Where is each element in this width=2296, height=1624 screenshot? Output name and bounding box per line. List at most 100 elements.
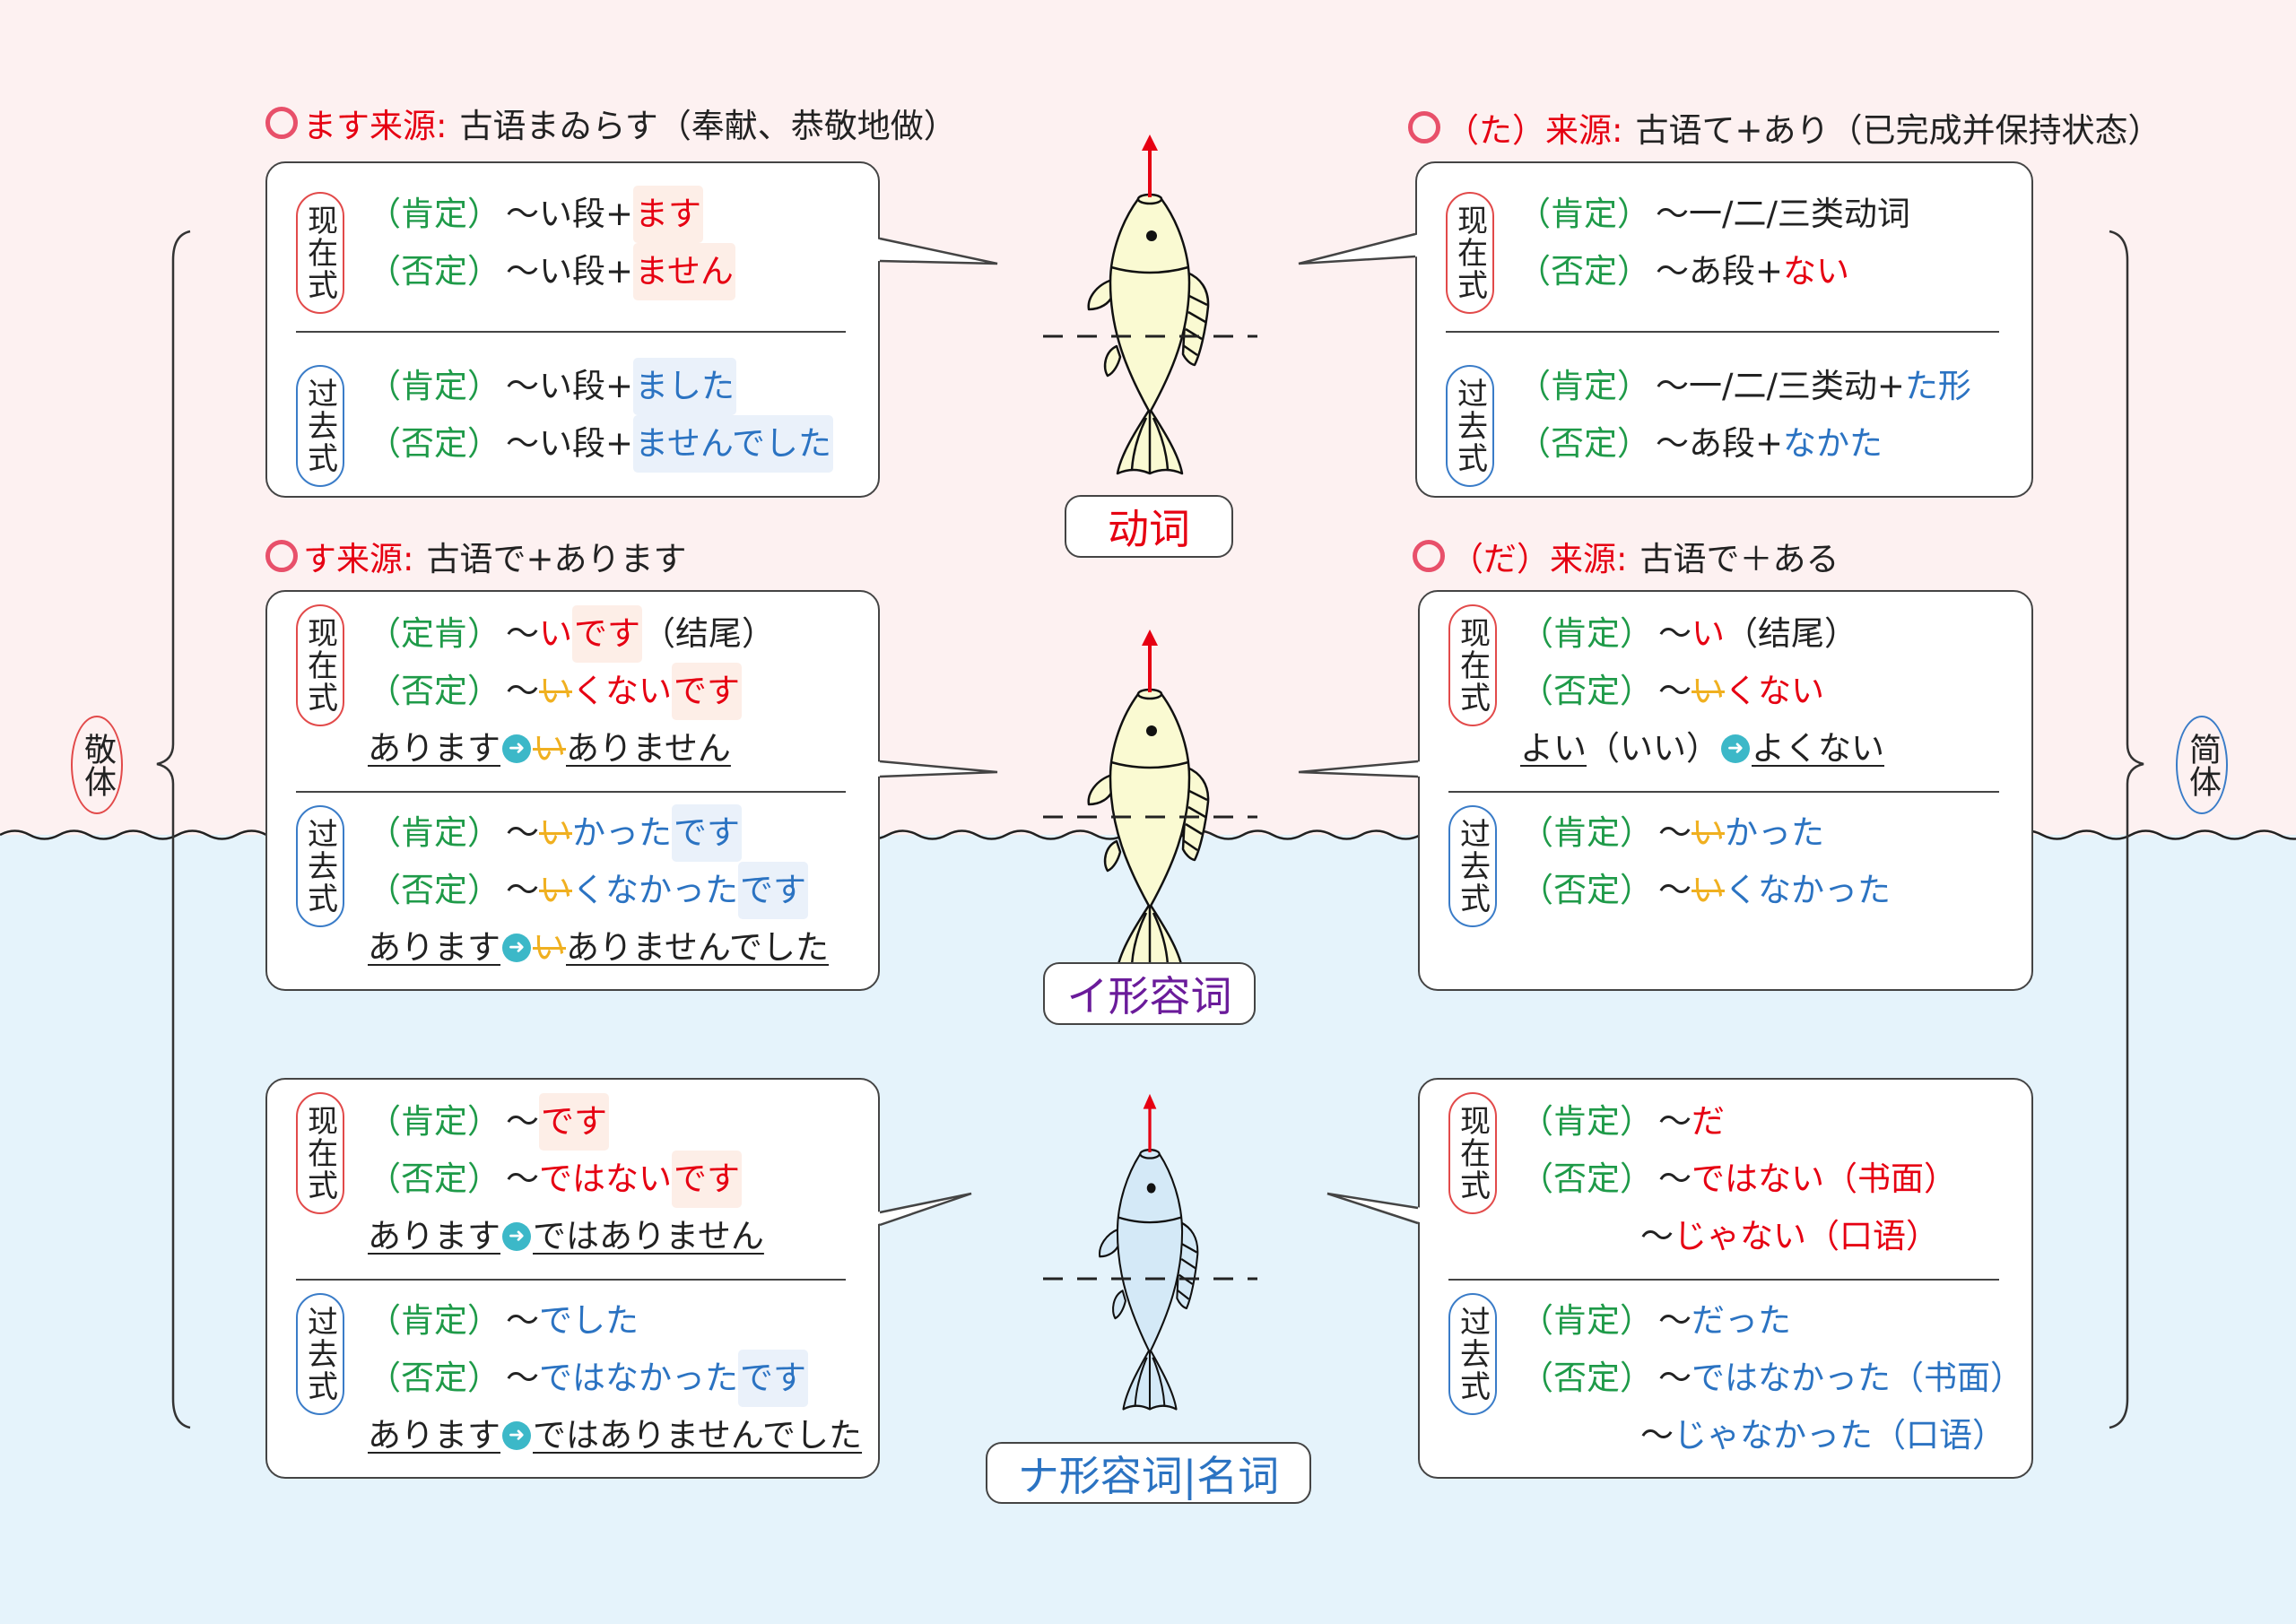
ending-red: い xyxy=(539,614,572,653)
ending-red-highlight: ます xyxy=(633,186,704,243)
ending-blue: かった xyxy=(572,813,672,852)
past-tense-tag: 过去式 xyxy=(1448,1293,1497,1415)
conjugation-line: （否定）～あ段+ない xyxy=(1518,243,2031,300)
underlined-word: あります xyxy=(368,928,500,967)
conjugation-line: （否定）～いくなかったです xyxy=(368,862,878,919)
side-label-plain: 简体 xyxy=(2176,716,2228,814)
conjugation-line: （定肯）～いです（结尾） xyxy=(368,605,878,663)
ending-red-highlight: です xyxy=(672,663,742,720)
conjugation-line: （否定）～あ段+なかた xyxy=(1518,415,2031,473)
conjugation-line: （肯定）～い（结尾） xyxy=(1520,605,2031,663)
polarity-label: （否定） xyxy=(368,252,500,291)
polarity-label: （否定） xyxy=(1520,672,1653,710)
struck-i-segment: い xyxy=(539,813,572,852)
polarity-label: （肯定） xyxy=(1520,1102,1653,1141)
pos-label-verb: 动词 xyxy=(1065,495,1233,558)
underlined-word: あります xyxy=(368,1217,500,1255)
underlined-word: ありません xyxy=(566,729,731,768)
side-label-polite: 敬体 xyxy=(71,716,123,814)
past-tense-section: 过去式（肯定）～一/二/三类动+た形（否定）～あ段+なかた xyxy=(1417,333,2031,497)
struck-i-segment: い xyxy=(1692,672,1725,710)
text-segment: ～あ段+ xyxy=(1656,424,1784,463)
ending-red: くない xyxy=(572,672,672,710)
pos-label-na-adjective-noun: ナ形容词|名词 xyxy=(986,1442,1311,1504)
ending-blue: くなかった xyxy=(1725,871,1891,909)
polarity-label: （肯定） xyxy=(1520,1301,1653,1340)
verb-plain-box: 现在式 （肯定）～一/二/三类动词（否定）～あ段+ない过去式（肯定）～一/二/三类… xyxy=(1415,161,2033,498)
present-tense-section: 现在式（肯定）～だ（否定）～ではない（书面）～じゃない（口语） xyxy=(1420,1080,2031,1279)
text-segment: ～ xyxy=(1658,1159,1692,1198)
underlined-word: あります xyxy=(368,1416,500,1455)
conjugation-line: （否定）～い段+ませんでした xyxy=(368,415,878,473)
text-segment: ～ xyxy=(506,614,539,653)
na-adjective-polite-box: 现在式（肯定）～です（否定）～ではないですあります➜ではありません过去式（肯定）… xyxy=(265,1078,880,1479)
underlined-word: よい xyxy=(1520,729,1587,768)
section-divider xyxy=(1446,331,1999,333)
circle-bullet-icon xyxy=(265,540,298,572)
circle-bullet-icon xyxy=(1413,540,1445,572)
verb-polite-box: 现在式（肯定）～い段+ます（否定）～い段+ません过去式（肯定）～い段+ました（否… xyxy=(265,161,880,498)
text-segment: ～ xyxy=(506,1359,539,1397)
conjugation-line: あります➜ではありません xyxy=(368,1208,878,1265)
underlined-word: ありませんでした xyxy=(566,928,830,967)
present-tense-tag: 现在式 xyxy=(296,192,344,314)
struck-i-segment: い xyxy=(533,928,566,967)
text-segment: （结尾） xyxy=(1725,614,1857,653)
text-segment: ～ xyxy=(1658,1102,1692,1141)
text-segment: ～ xyxy=(506,1102,539,1141)
arrow-right-circle-icon: ➜ xyxy=(502,934,531,962)
source-text: 古语まゐらす（奉献、恭敬地做） xyxy=(459,107,957,145)
section-divider xyxy=(1448,791,1999,793)
ending-blue-highlight: ました xyxy=(633,358,737,415)
struck-i-segment: い xyxy=(1692,871,1725,909)
ending-red: くない xyxy=(1725,672,1824,710)
present-tense-section: 现在式 （肯定）～一/二/三类动词（否定）～あ段+ない xyxy=(1417,163,2031,331)
ending-blue-highlight: です xyxy=(672,804,742,862)
conjugation-line: （否定）～いくない xyxy=(1520,663,2031,720)
conjugation-line: （肯定）～い段+ます xyxy=(368,186,878,243)
ending-red-highlight: です xyxy=(572,605,642,663)
source-highlight: ます来源: xyxy=(303,107,448,145)
polarity-label: （否定） xyxy=(368,1159,500,1198)
ending-red: だ xyxy=(1692,1102,1725,1141)
conjugation-line: （否定）～ではないです xyxy=(368,1151,878,1208)
polarity-label: （否定） xyxy=(368,871,500,909)
conjugation-line: よい（いい）➜よくない xyxy=(1520,720,2031,777)
text-segment: ～ xyxy=(1658,614,1692,653)
conjugation-line: （肯定）～一/二/三类动+た形 xyxy=(1518,358,2031,415)
struck-i-segment: い xyxy=(533,729,566,768)
present-tense-tag: 现在式 xyxy=(296,604,344,726)
past-tense-section: 过去式（肯定）～でした（否定）～ではなかったですあります➜ではありませんでした xyxy=(267,1281,878,1478)
underlined-word: ではありませんでした xyxy=(533,1416,863,1455)
i-adjective-polite-box: 现在式（定肯）～いです（结尾）（否定）～いくないですあります➜いありません过去式… xyxy=(265,590,880,991)
text-segment: ～ xyxy=(506,813,539,852)
conjugation-line: （肯定）～です xyxy=(368,1093,878,1151)
source-highlight: （た）来源: xyxy=(1446,111,1623,150)
conjugation-line: （否定）～ではない（书面） xyxy=(1520,1151,2031,1208)
arrow-right-circle-icon: ➜ xyxy=(502,1222,531,1251)
past-tense-section: 过去式（肯定）～いかったです（否定）～いくなかったですあります➜いありませんでし… xyxy=(267,793,878,990)
present-tense-tag: 现在式 xyxy=(1448,604,1497,726)
text-segment: ～ xyxy=(1640,1217,1674,1255)
ending-red-highlight: ません xyxy=(633,243,735,300)
past-tense-tag: 过去式 xyxy=(296,1293,344,1415)
source-heading-da: （だ）来源: 古语で＋ある xyxy=(1413,532,1839,580)
underlined-word: あります xyxy=(368,729,500,768)
conjugation-line: あります➜いありません xyxy=(368,720,878,777)
conjugation-line: （否定）～いくないです xyxy=(368,663,878,720)
underlined-word: ではありません xyxy=(533,1217,764,1255)
polarity-label: （否定） xyxy=(1518,252,1650,291)
polarity-label: （否定） xyxy=(368,424,500,463)
polarity-label: （否定） xyxy=(1520,1359,1653,1397)
text-segment: ～ xyxy=(506,672,539,710)
polarity-label: （否定） xyxy=(368,1359,500,1397)
struck-i-segment: い xyxy=(539,672,572,710)
polarity-label: （否定） xyxy=(1520,871,1653,909)
polarity-label: （否定） xyxy=(1520,1159,1653,1198)
present-tense-tag: 现在式 xyxy=(1446,192,1494,314)
ending-blue: だった xyxy=(1692,1301,1791,1340)
text-segment: ～い段+ xyxy=(506,424,634,463)
section-divider xyxy=(296,791,846,793)
conjugation-line: （肯定）～一/二/三类动词 xyxy=(1518,186,2031,243)
ending-blue: くなかった xyxy=(572,871,738,909)
